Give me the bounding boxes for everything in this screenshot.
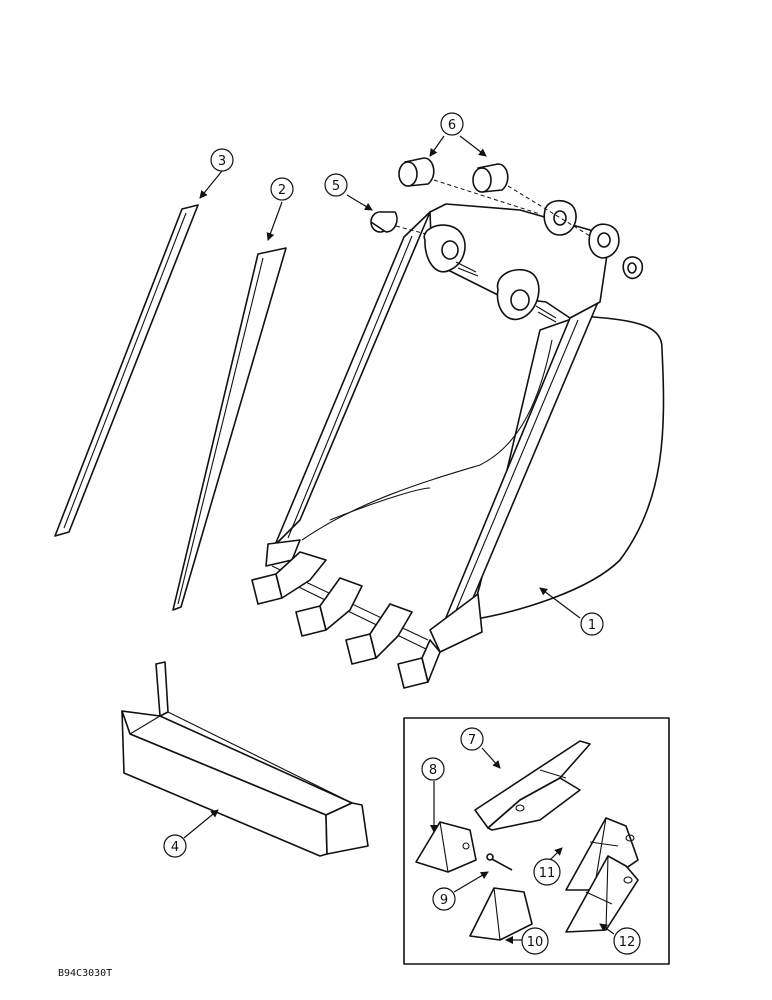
callout-4: 4 [163, 834, 187, 858]
callout-label: 5 [332, 179, 340, 194]
callout-12: 12 [613, 927, 641, 955]
callout-label: 10 [527, 935, 544, 950]
callout-6: 6 [440, 112, 464, 136]
side-cutter-part-2 [172, 247, 287, 611]
wear-strip-part-4 [121, 661, 369, 857]
callout-label: 7 [468, 733, 476, 748]
tooth-parts-inset [403, 717, 670, 965]
callout-9: 9 [432, 887, 456, 911]
callout-label: 6 [448, 118, 456, 133]
bushing-part-5 [370, 211, 427, 235]
callout-10: 10 [521, 927, 549, 955]
callout-1: 1 [580, 612, 604, 636]
callout-7: 7 [460, 727, 484, 751]
side-cutter-part-3 [54, 204, 199, 537]
tooth-adapter-part-7 [474, 740, 591, 831]
tooth-part-10 [469, 887, 533, 941]
callout-label: 11 [539, 866, 556, 881]
callout-label: 2 [278, 183, 286, 198]
bucket-teeth [251, 551, 441, 689]
callout-8: 8 [421, 757, 445, 781]
callout-label: 1 [588, 618, 596, 633]
callout-label: 4 [171, 840, 179, 855]
callout-label: 3 [218, 154, 226, 169]
leader-lines [183, 135, 615, 944]
drawing-code: B94C3030T [58, 968, 112, 979]
callout-11: 11 [533, 858, 561, 886]
pin-part-9 [486, 853, 513, 871]
bucket-part-1 [251, 199, 665, 689]
callout-label: 12 [619, 935, 636, 950]
bushing-part-6-left [398, 157, 541, 215]
callout-5: 5 [324, 173, 348, 197]
callout-label: 8 [429, 763, 437, 778]
callout-2: 2 [270, 177, 294, 201]
callout-3: 3 [210, 148, 234, 172]
bushing-part-6-right [472, 163, 591, 237]
callout-label: 9 [440, 893, 448, 908]
